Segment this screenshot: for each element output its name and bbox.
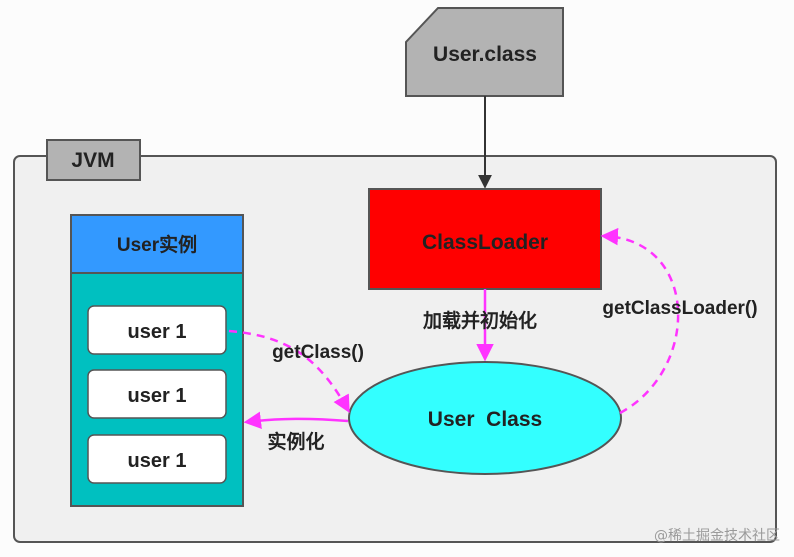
instance-label-3: user 1 — [128, 450, 187, 472]
classloader-label: ClassLoader — [422, 231, 548, 254]
jvm-label-tab — [46, 139, 141, 181]
instance-label-2: user 1 — [128, 385, 187, 407]
classloader-box — [368, 188, 602, 290]
instances-title: User实例 — [117, 233, 197, 256]
arrow-get-classloader — [600, 227, 680, 415]
arrow-get-class — [228, 329, 350, 414]
instantiate-label: 实例化 — [267, 430, 324, 453]
load-init-label: 加载并初始化 — [422, 309, 537, 332]
user-class-ellipse — [348, 361, 622, 475]
get-classloader-label: getClassLoader() — [602, 298, 757, 319]
get-class-label: getClass() — [272, 342, 364, 363]
arrow-instantiate — [243, 411, 349, 430]
instance-box-1 — [87, 305, 227, 355]
instance-box-2 — [87, 369, 227, 419]
instances-header — [70, 214, 244, 274]
watermark: @稀土掘金技术社区 — [654, 528, 780, 544]
user-class-label: User Class — [428, 408, 542, 431]
jvm-label: JVM — [71, 149, 114, 172]
instance-label-1: user 1 — [128, 321, 187, 343]
user-class-file-label: User.class — [433, 43, 537, 66]
instance-box-3 — [87, 434, 227, 484]
